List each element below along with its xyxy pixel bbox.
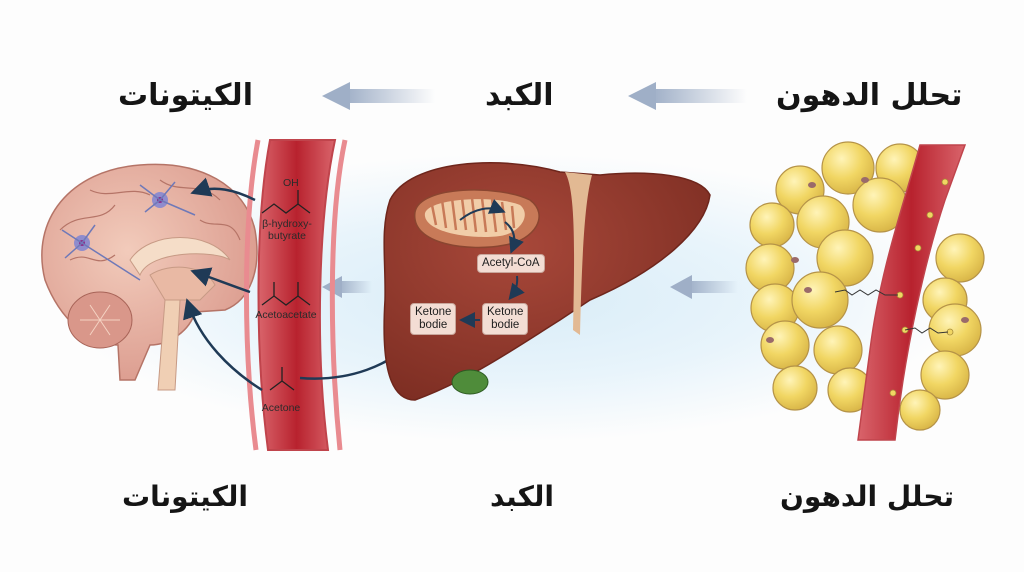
label-bhb: β-hydroxy- butyrate bbox=[252, 218, 322, 242]
box-ketone-2-line2: bodie bbox=[491, 319, 520, 331]
box-ketone-2-line1: Ketone bbox=[487, 306, 524, 318]
box-ketone-1-line2: bodie bbox=[419, 319, 448, 331]
mitochondrion-icon bbox=[414, 189, 540, 249]
molecule-structures bbox=[261, 190, 311, 391]
label-oh-group: OH bbox=[283, 177, 299, 189]
title-ketones-top: الكيتونات bbox=[118, 78, 253, 113]
title-liver-top: الكبد bbox=[485, 78, 554, 113]
arrow-bhb-to-brain bbox=[190, 177, 256, 202]
liver-illustration bbox=[383, 162, 711, 401]
arrow-top-left bbox=[322, 82, 435, 110]
arrow-top-right bbox=[628, 82, 747, 110]
neuron-icon bbox=[61, 224, 141, 281]
brain-illustration bbox=[41, 163, 258, 391]
label-bhb-line1: β-hydroxy- bbox=[262, 218, 312, 230]
label-bhb-line2: butyrate bbox=[268, 230, 306, 242]
arrow-mid-left bbox=[322, 276, 372, 298]
title-lipolysis-top: تحلل الدهون bbox=[776, 78, 963, 113]
label-acetone: Acetone bbox=[261, 402, 301, 414]
arrow-acetone-to-brain bbox=[183, 298, 263, 392]
blood-vessel-illustration bbox=[244, 139, 348, 451]
title-lipolysis-bottom: تحلل الدهون bbox=[780, 480, 955, 513]
arrow-acetoacetate-to-brain bbox=[190, 267, 251, 294]
title-liver-bottom: الكبد bbox=[490, 480, 554, 513]
box-ketone-1-line1: Ketone bbox=[415, 306, 452, 318]
neuron-icon bbox=[139, 181, 196, 216]
arrow-mid-right bbox=[670, 275, 738, 299]
label-acetoacetate: Acetoacetate bbox=[255, 309, 317, 321]
box-ketone-bodies-2: Ketone bodie bbox=[482, 303, 529, 335]
box-acetyl-coa: Acetyl-CoA bbox=[477, 254, 545, 273]
adipose-tissue-illustration bbox=[745, 141, 985, 441]
title-ketones-bottom: الكيتونات bbox=[122, 480, 248, 513]
box-ketone-bodies-1: Ketone bodie bbox=[410, 303, 457, 335]
